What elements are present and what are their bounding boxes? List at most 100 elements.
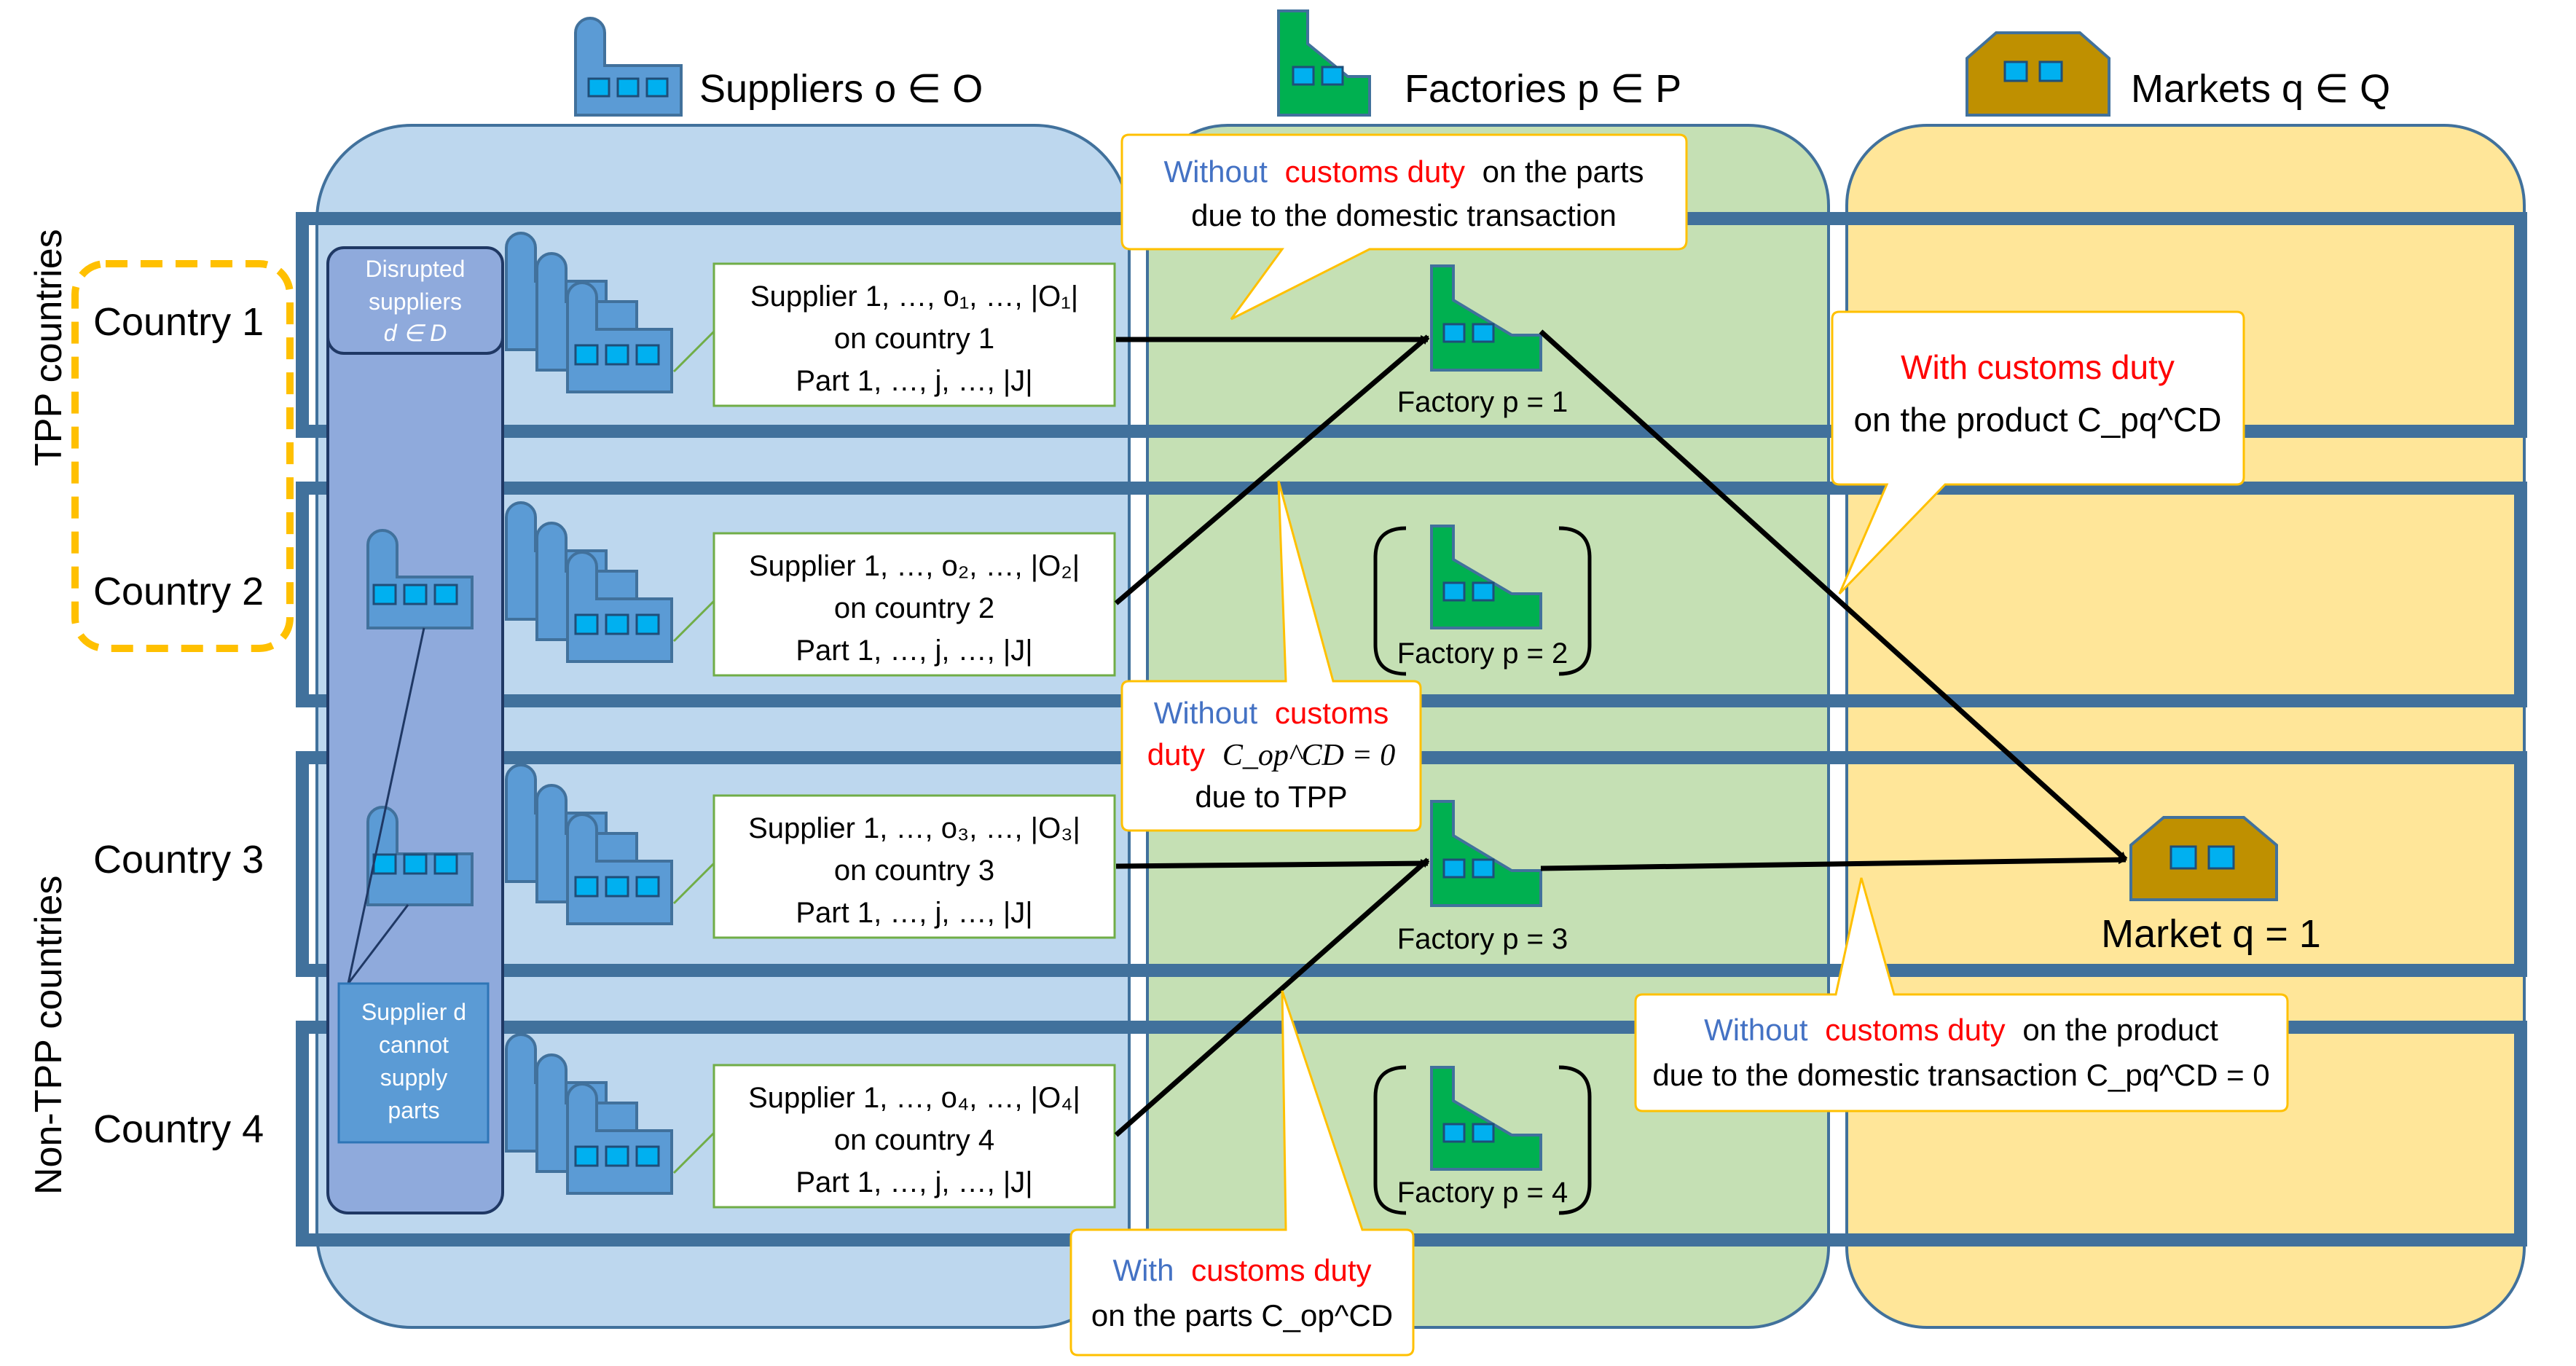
factory-4-label: Factory p = 4 xyxy=(1397,1177,1568,1209)
callout-with-product: With customs duty on the product C_pq^CD xyxy=(1831,310,2245,595)
factory-1-label: Factory p = 1 xyxy=(1397,386,1568,418)
svg-text:duty C_op^CD = 0: duty C_op^CD = 0 xyxy=(1147,737,1395,772)
disrupted-suppliers-box: Disrupted suppliers d ∈ D xyxy=(326,246,504,355)
market-1: Market q = 1 xyxy=(2101,816,2321,956)
cannot-supply-line4: parts xyxy=(388,1097,439,1123)
disrupted-label-line1: Disrupted xyxy=(366,256,466,282)
svg-text:Without customs duty: Without customs duty on the parts xyxy=(1164,154,1644,189)
callout-domestic-product-red: customs duty xyxy=(1825,1013,2005,1047)
disrupted-label-line2: suppliers xyxy=(369,288,462,315)
country-label-2: Country 2 xyxy=(93,570,264,613)
factory-icon xyxy=(1430,525,1542,629)
flow-arrow-factory3-market1 xyxy=(1540,855,2127,871)
factory-4: Factory p = 4 xyxy=(1373,1065,1592,1215)
callout-with-product-red: With customs duty xyxy=(1901,348,2175,386)
svg-text:Without customs duty: Without customs duty on the product xyxy=(1704,1013,2218,1047)
supplier-box-3-line3: Part 1, …, j, …, |J| xyxy=(796,897,1032,929)
factory-2: Factory p = 2 xyxy=(1373,525,1592,676)
supplier-box-3: Supplier 1, …, o₃, …, |O₃| on country 3 … xyxy=(712,794,1116,939)
country-label-3: Country 3 xyxy=(93,838,264,882)
country-label-4: Country 4 xyxy=(93,1107,264,1151)
market-icon xyxy=(2129,816,2278,901)
callout-tpp-parts-line3: due to TPP xyxy=(1195,780,1347,814)
supplier-box-2-line2: on country 2 xyxy=(834,592,994,624)
supplier-box-1-line2: on country 1 xyxy=(834,323,994,355)
supplier-stack-3 xyxy=(505,764,715,925)
supplier-box-1: Supplier 1, …, o₁, …, |O₁| on country 1 … xyxy=(712,262,1116,407)
factory-icon xyxy=(1430,264,1542,372)
factory-4-left-bracket xyxy=(1373,1065,1407,1215)
callout-with-parts-blue: With xyxy=(1112,1253,1174,1287)
callout-tpp-parts-red1: customs xyxy=(1275,696,1389,730)
callout-with-parts-red: customs duty xyxy=(1191,1253,1371,1287)
disrupted-supplier-icon-1 xyxy=(366,529,474,629)
factory-icon xyxy=(1430,1066,1542,1171)
callout-domestic-parts-red: customs duty xyxy=(1285,154,1465,189)
factories-header: Factories p ∈ P xyxy=(1277,9,1681,117)
flow-arrow-supplier4-factory3 xyxy=(1114,857,1430,1137)
market-header-icon xyxy=(1966,31,2110,117)
connector-line xyxy=(347,627,425,984)
supplier-stack-2 xyxy=(505,501,715,663)
callout-domestic-parts: Without customs duty on the parts due to… xyxy=(1120,133,1688,321)
supplier-box-1-line1: Supplier 1, …, o₁, …, |O₁| xyxy=(750,280,1078,313)
factory-3-label: Factory p = 3 xyxy=(1397,923,1568,955)
factory-header-icon xyxy=(1277,9,1371,117)
factory-4-right-bracket xyxy=(1558,1065,1592,1215)
markets-header-label: Markets q ∈ Q xyxy=(2131,67,2390,111)
non-tpp-countries-label: Non-TPP countries xyxy=(28,876,70,1195)
flow-arrow-supplier3-factory3 xyxy=(1115,859,1429,869)
callout-domestic-product: Without customs duty on the product due … xyxy=(1634,877,2289,1112)
callout-tpp-parts-math: C_op^CD = 0 xyxy=(1222,739,1395,772)
callout-domestic-parts-blue: Without xyxy=(1164,154,1268,189)
supplier-stack-1 xyxy=(505,232,715,393)
flow-arrow-supplier2-factory1 xyxy=(1114,334,1430,605)
factory-1: Factory p = 1 xyxy=(1397,264,1568,418)
supplier-box-4-line1: Supplier 1, …, o₄, …, |O₄| xyxy=(748,1082,1080,1114)
callout-domestic-product-blue: Without xyxy=(1704,1013,1808,1047)
markets-panel xyxy=(1845,124,2526,1329)
factory-2-right-bracket xyxy=(1558,526,1592,676)
callout-domestic-parts-line2: due to the domestic transaction xyxy=(1191,198,1617,232)
supplier-header-icon xyxy=(574,17,683,117)
supplier-box-4-line3: Part 1, …, j, …, |J| xyxy=(796,1166,1032,1198)
supplier-box-1-line3: Part 1, …, j, …, |J| xyxy=(796,365,1032,397)
tpp-group-outline xyxy=(71,260,294,652)
callout-domestic-product-rest: on the product xyxy=(2022,1013,2218,1047)
disrupted-supplier-icon-2 xyxy=(366,806,474,906)
svg-text:Without customs: Without customs xyxy=(1154,696,1389,730)
cannot-supply-line2: cannot xyxy=(379,1032,449,1058)
callout-with-parts-line2: on the parts C_op^CD xyxy=(1091,1298,1393,1332)
callout-tpp-parts-blue: Without xyxy=(1154,696,1258,730)
supplier-box-3-line1: Supplier 1, …, o₃, …, |O₃| xyxy=(748,812,1080,844)
callout-tpp-parts-red2: duty xyxy=(1147,737,1205,772)
markets-header: Markets q ∈ Q xyxy=(1966,31,2390,117)
supplier-box-3-line2: on country 3 xyxy=(834,855,994,887)
market-1-label: Market q = 1 xyxy=(2101,912,2321,956)
supplier-stack-4 xyxy=(505,1033,715,1195)
tpp-countries-label: TPP countries xyxy=(28,229,70,466)
supplier-box-4: Supplier 1, …, o₄, …, |O₄| on country 4 … xyxy=(712,1064,1116,1209)
factory-2-label: Factory p = 2 xyxy=(1397,637,1568,670)
callout-domestic-product-line2: due to the domestic transaction C_pq^CD … xyxy=(1652,1058,2269,1092)
factory-3: Factory p = 3 xyxy=(1397,800,1568,955)
cannot-supply-line1: Supplier d xyxy=(361,999,466,1025)
cannot-supply-box: Supplier d cannot supply parts xyxy=(337,982,490,1144)
disrupted-label-line3: d ∈ D xyxy=(384,320,447,346)
supplier-box-2-line1: Supplier 1, …, o₂, …, |O₂| xyxy=(749,550,1080,582)
flow-arrow-factory1-market1 xyxy=(1539,329,2128,862)
suppliers-header-label: Suppliers o ∈ O xyxy=(699,67,983,111)
svg-text:With customs duty: With customs duty xyxy=(1112,1253,1371,1287)
supplier-box-2: Supplier 1, …, o₂, …, |O₂| on country 2 … xyxy=(712,532,1116,677)
callout-tpp-parts: Without customs duty C_op^CD = 0 due to … xyxy=(1120,480,1422,832)
callout-with-parts: With customs duty on the parts C_op^CD xyxy=(1069,990,1415,1357)
callout-domestic-parts-rest: on the parts xyxy=(1483,154,1644,189)
factories-header-label: Factories p ∈ P xyxy=(1405,67,1681,111)
connector-line xyxy=(347,904,409,984)
country-label-1: Country 1 xyxy=(93,300,264,344)
cannot-supply-line3: supply xyxy=(380,1064,448,1091)
suppliers-header: Suppliers o ∈ O xyxy=(574,17,983,117)
factory-icon xyxy=(1430,800,1542,907)
callout-with-product-line2: on the product C_pq^CD xyxy=(1854,401,2222,439)
